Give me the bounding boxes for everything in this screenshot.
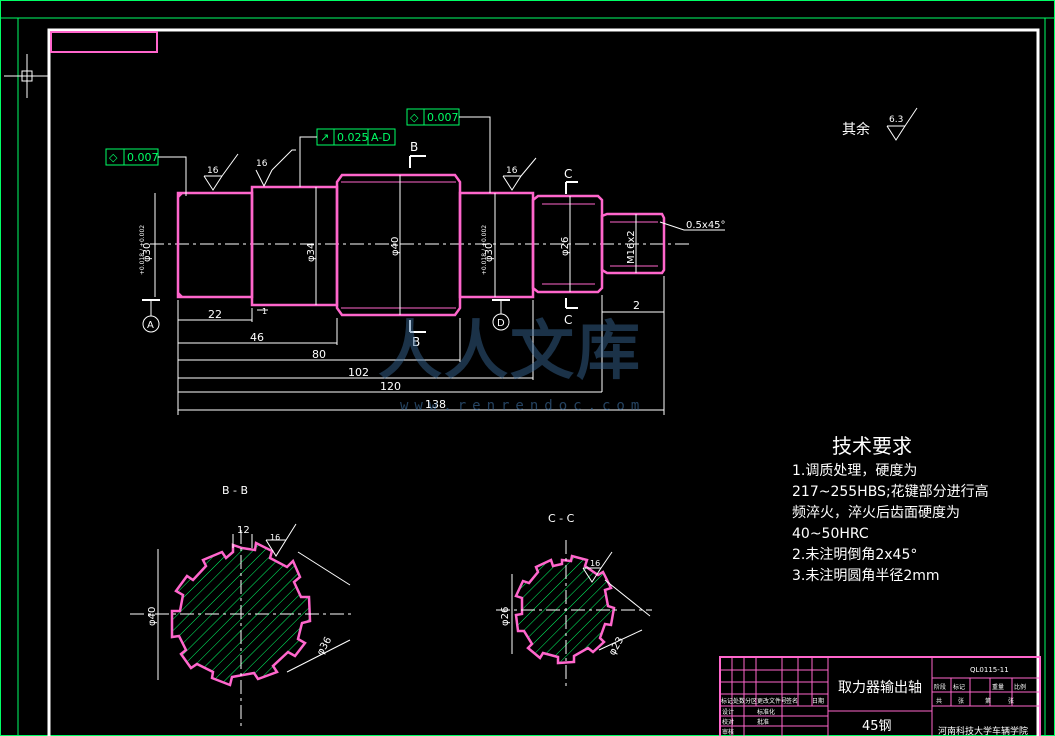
title-header-4: 签名 bbox=[786, 697, 798, 705]
section-label-c-bottom: C bbox=[564, 313, 572, 327]
title-count-2: 第 bbox=[985, 697, 991, 705]
length-80: 80 bbox=[312, 348, 326, 361]
diameter-dimensions bbox=[154, 175, 637, 315]
tolerance-left-value: 0.007 bbox=[127, 151, 159, 164]
roughness-symbols bbox=[203, 107, 918, 191]
section-bb-outer: φ40 bbox=[147, 607, 158, 626]
chamfer-label: 0.5x45° bbox=[686, 220, 726, 231]
diameter-d1-tol: +0.018 / +0.002 bbox=[139, 225, 146, 275]
section-cc-roughness: 16 bbox=[590, 559, 600, 568]
thread-label: M16x2 bbox=[626, 230, 637, 264]
roughness-value-3: 16 bbox=[506, 166, 518, 176]
title-header-3: 更改文件号 bbox=[757, 697, 787, 705]
section-label-b-top: B bbox=[410, 140, 418, 154]
title-header-1: 处数 bbox=[733, 697, 745, 705]
length-1: 1 bbox=[262, 307, 267, 316]
section-cc bbox=[496, 540, 652, 690]
roughness-value-1: 16 bbox=[207, 166, 219, 176]
datum-d-label: D bbox=[497, 318, 505, 329]
tech-line-5: 2.未注明倒角2x45° bbox=[792, 547, 918, 563]
length-138: 138 bbox=[425, 398, 446, 411]
watermark-url: www.renrendoc.com bbox=[400, 398, 646, 414]
tech-line-3: 频淬火，淬火后齿面硬度为 bbox=[792, 505, 960, 521]
length-120: 120 bbox=[380, 380, 401, 393]
length-22: 22 bbox=[208, 308, 222, 321]
title-row-4: 批准 bbox=[757, 718, 769, 726]
title-count-1: 张 bbox=[958, 697, 964, 705]
technical-requirements: 技术要求 1.调质处理，硬度为 217~255HBS;花键部分进行高 频淬火，淬… bbox=[792, 436, 989, 587]
diameter-d5: φ26 bbox=[560, 237, 571, 256]
tolerance-frame-right bbox=[406, 108, 491, 193]
section-bb-roughness: 16 bbox=[270, 533, 280, 542]
title-row-3: 标准化 bbox=[757, 708, 775, 716]
tech-line-2: 217~255HBS;花键部分进行高 bbox=[792, 484, 989, 500]
remainder-roughness-label: 其余 bbox=[842, 122, 870, 138]
shaft-body bbox=[176, 173, 666, 317]
tolerance-top-value: 0.025 bbox=[337, 131, 369, 144]
section-cut-markers bbox=[409, 155, 578, 333]
tolerance-frame-top bbox=[299, 128, 396, 187]
tolerance-frame-left bbox=[105, 148, 187, 196]
section-bb-inner: φ36 bbox=[315, 635, 334, 657]
section-label-b-bottom: B bbox=[412, 335, 420, 349]
length-46: 46 bbox=[250, 331, 264, 344]
title-code: QL0115-11 bbox=[970, 666, 1009, 674]
section-bb-title: B - B bbox=[222, 484, 248, 497]
diameter-d3: φ40 bbox=[390, 237, 401, 256]
diameter-d2: φ34 bbox=[306, 243, 317, 262]
tech-line-4: 40~50HRC bbox=[792, 526, 869, 542]
shaft-inner-lines bbox=[341, 181, 658, 309]
section-bb-width: 12 bbox=[237, 525, 250, 536]
tolerance-left-symbol: ◇ bbox=[109, 151, 118, 164]
diameter-d1: φ30 bbox=[142, 243, 153, 262]
title-row-0: 设计 bbox=[722, 708, 734, 716]
title-header-0: 标记 bbox=[721, 697, 733, 705]
title-header-5: 日期 bbox=[812, 697, 824, 705]
diameter-d4-tol: +0.018 / +0.002 bbox=[481, 225, 488, 275]
tech-requirements-title: 技术要求 bbox=[832, 434, 912, 458]
title-stage-3: 比例 bbox=[1014, 683, 1026, 691]
title-row-2: 审核 bbox=[722, 728, 734, 736]
datum-a-label: A bbox=[147, 320, 154, 331]
title-stage-0: 阶段 bbox=[934, 683, 946, 691]
remainder-roughness-value: 6.3 bbox=[889, 115, 903, 125]
title-material: 45钢 bbox=[862, 719, 892, 734]
tolerance-top-symbol: ↗ bbox=[320, 131, 329, 144]
tech-line-1: 1.调质处理，硬度为 bbox=[792, 463, 918, 479]
roughness-value-2: 16 bbox=[256, 159, 268, 169]
cursor-crosshair-icon bbox=[4, 54, 48, 98]
length-dimensions bbox=[177, 276, 665, 415]
title-count-3: 张 bbox=[1008, 697, 1014, 705]
tolerance-top-datum: A-D bbox=[371, 131, 391, 144]
title-stage-1: 标记 bbox=[953, 683, 965, 691]
diameter-d4: φ30 bbox=[484, 243, 495, 262]
section-cc-outer: φ26 bbox=[500, 607, 511, 626]
title-block bbox=[719, 656, 1041, 736]
datum-markers bbox=[142, 299, 510, 333]
title-header-2: 分区 bbox=[745, 697, 757, 705]
length-102: 102 bbox=[348, 366, 369, 379]
tolerance-right-value: 0.007 bbox=[427, 111, 459, 124]
tolerance-right-symbol: ◇ bbox=[410, 111, 419, 124]
title-part-name: 取力器输出轴 bbox=[838, 680, 922, 696]
title-count-0: 共 bbox=[936, 697, 942, 705]
length-2: 2 bbox=[633, 299, 640, 312]
title-row-1: 校对 bbox=[722, 718, 734, 726]
section-label-c-top: C bbox=[564, 167, 572, 181]
chamfer-leader bbox=[659, 221, 725, 231]
watermark-logo: 人人文库 bbox=[378, 315, 642, 389]
section-cc-title: C - C bbox=[548, 512, 575, 525]
title-stage-2: 重量 bbox=[992, 683, 1004, 691]
title-school: 河南科技大学车辆学院 bbox=[938, 725, 1028, 736]
tech-line-6: 3.未注明圆角半径2mm bbox=[792, 568, 940, 584]
section-bb bbox=[130, 523, 355, 730]
